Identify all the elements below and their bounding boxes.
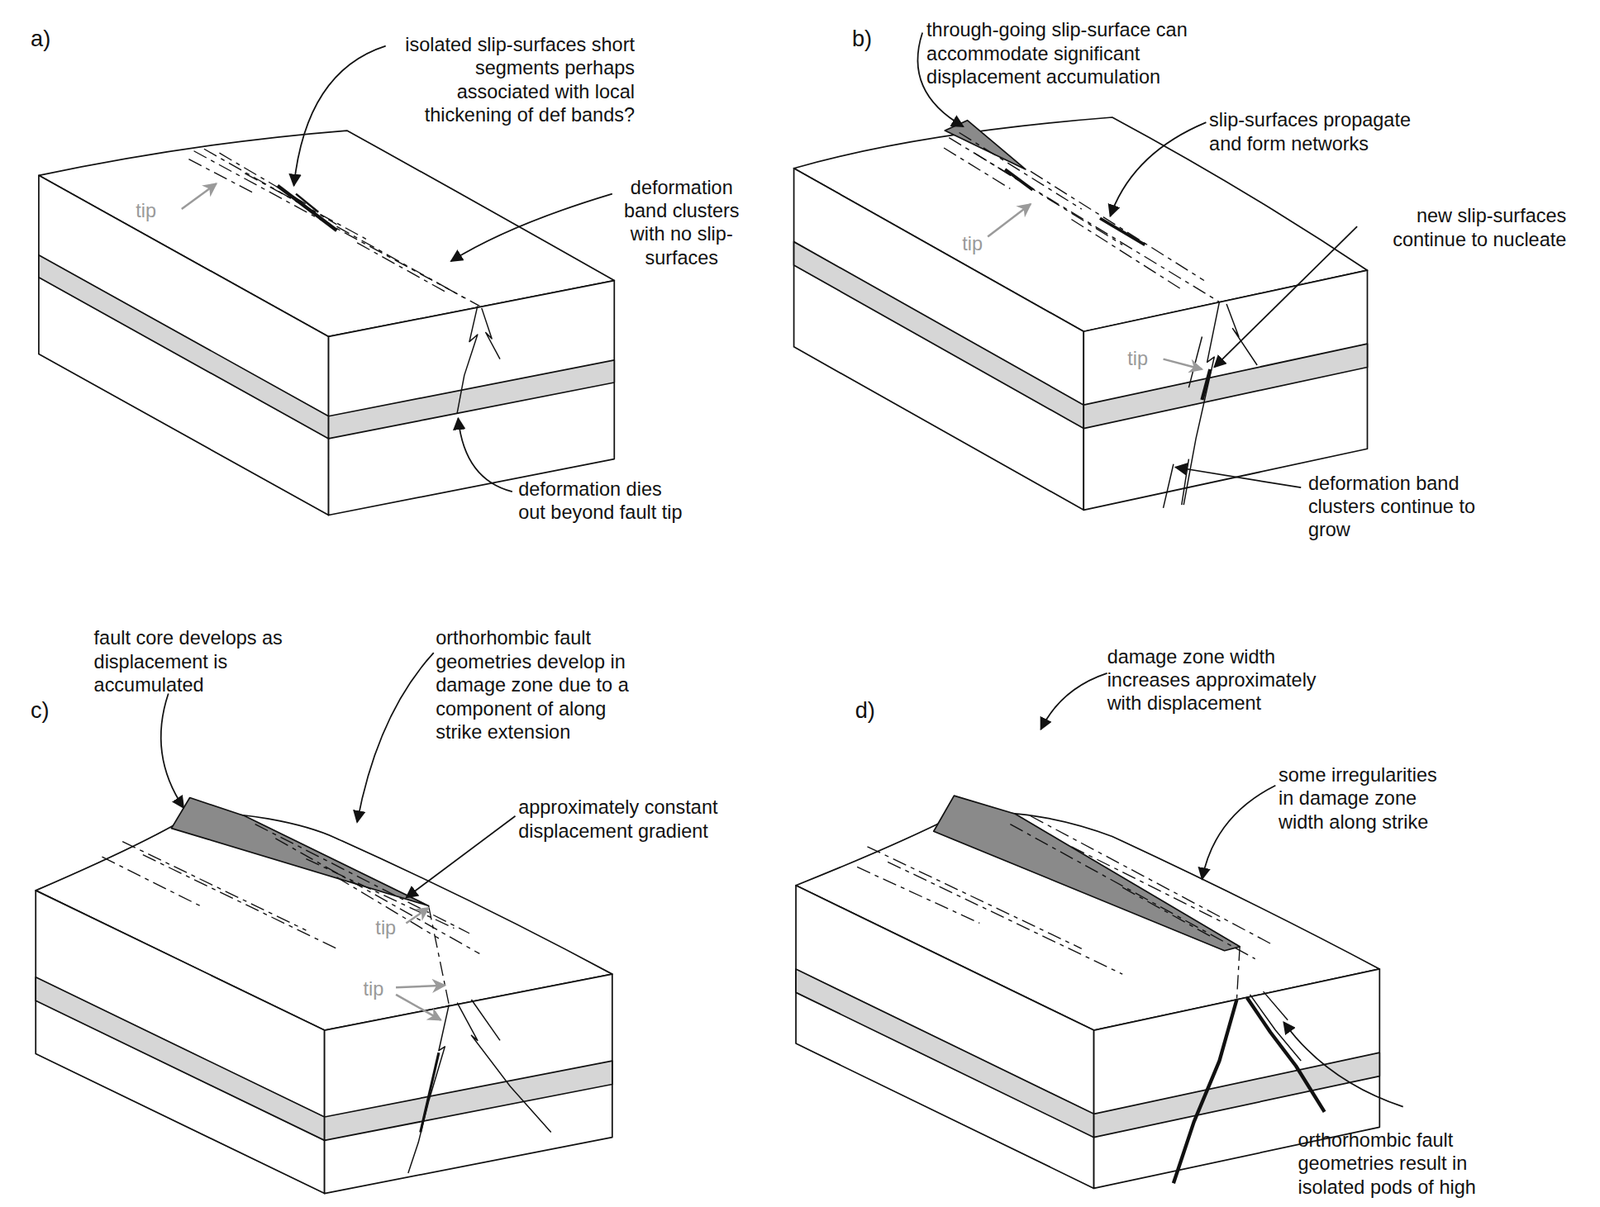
- block-b: [794, 117, 1368, 510]
- tip-label: tip: [363, 977, 405, 1001]
- callout-note: orthorhombic fault geometries develop in…: [435, 626, 650, 744]
- callout-note: slip-surfaces propagate and form network…: [1209, 108, 1444, 156]
- panel-letter: d): [855, 699, 896, 723]
- callout-note: isolated slip-surfaces short segments pe…: [390, 33, 635, 128]
- callout-note: deformation band clusters with no slip-s…: [616, 175, 748, 270]
- callout-note: orthorhombic fault geometries result in …: [1298, 1128, 1498, 1200]
- tip-label: tip: [375, 916, 416, 940]
- panel-letter: c): [30, 699, 72, 723]
- tip-label: tip: [961, 231, 1003, 255]
- block-a: [38, 130, 615, 515]
- callout-note: fault core develops as displacement is a…: [94, 626, 289, 697]
- panel-letter: a): [30, 26, 72, 50]
- tip-arrows: [181, 183, 1203, 1020]
- block-c: [35, 798, 613, 1195]
- block-d: [795, 795, 1380, 1189]
- tip-label: tip: [1127, 347, 1168, 371]
- tip-label: tip: [135, 199, 177, 223]
- callout-note: damage zone width increases approximatel…: [1107, 644, 1338, 715]
- panel-letter: b): [852, 26, 893, 50]
- callout-note: deformation band clusters continue to gr…: [1308, 471, 1487, 542]
- callout-note: new slip-surfaces continue to nucleate: [1357, 204, 1567, 252]
- leader-arrows: [161, 33, 1404, 1108]
- callout-note: through-going slip-surface can accommoda…: [926, 18, 1200, 89]
- callout-note: approximately constant displacement grad…: [518, 795, 738, 843]
- callout-note: deformation dies out beyond fault tip: [518, 477, 684, 525]
- callout-note: some irregularities in damage zone width…: [1278, 763, 1458, 834]
